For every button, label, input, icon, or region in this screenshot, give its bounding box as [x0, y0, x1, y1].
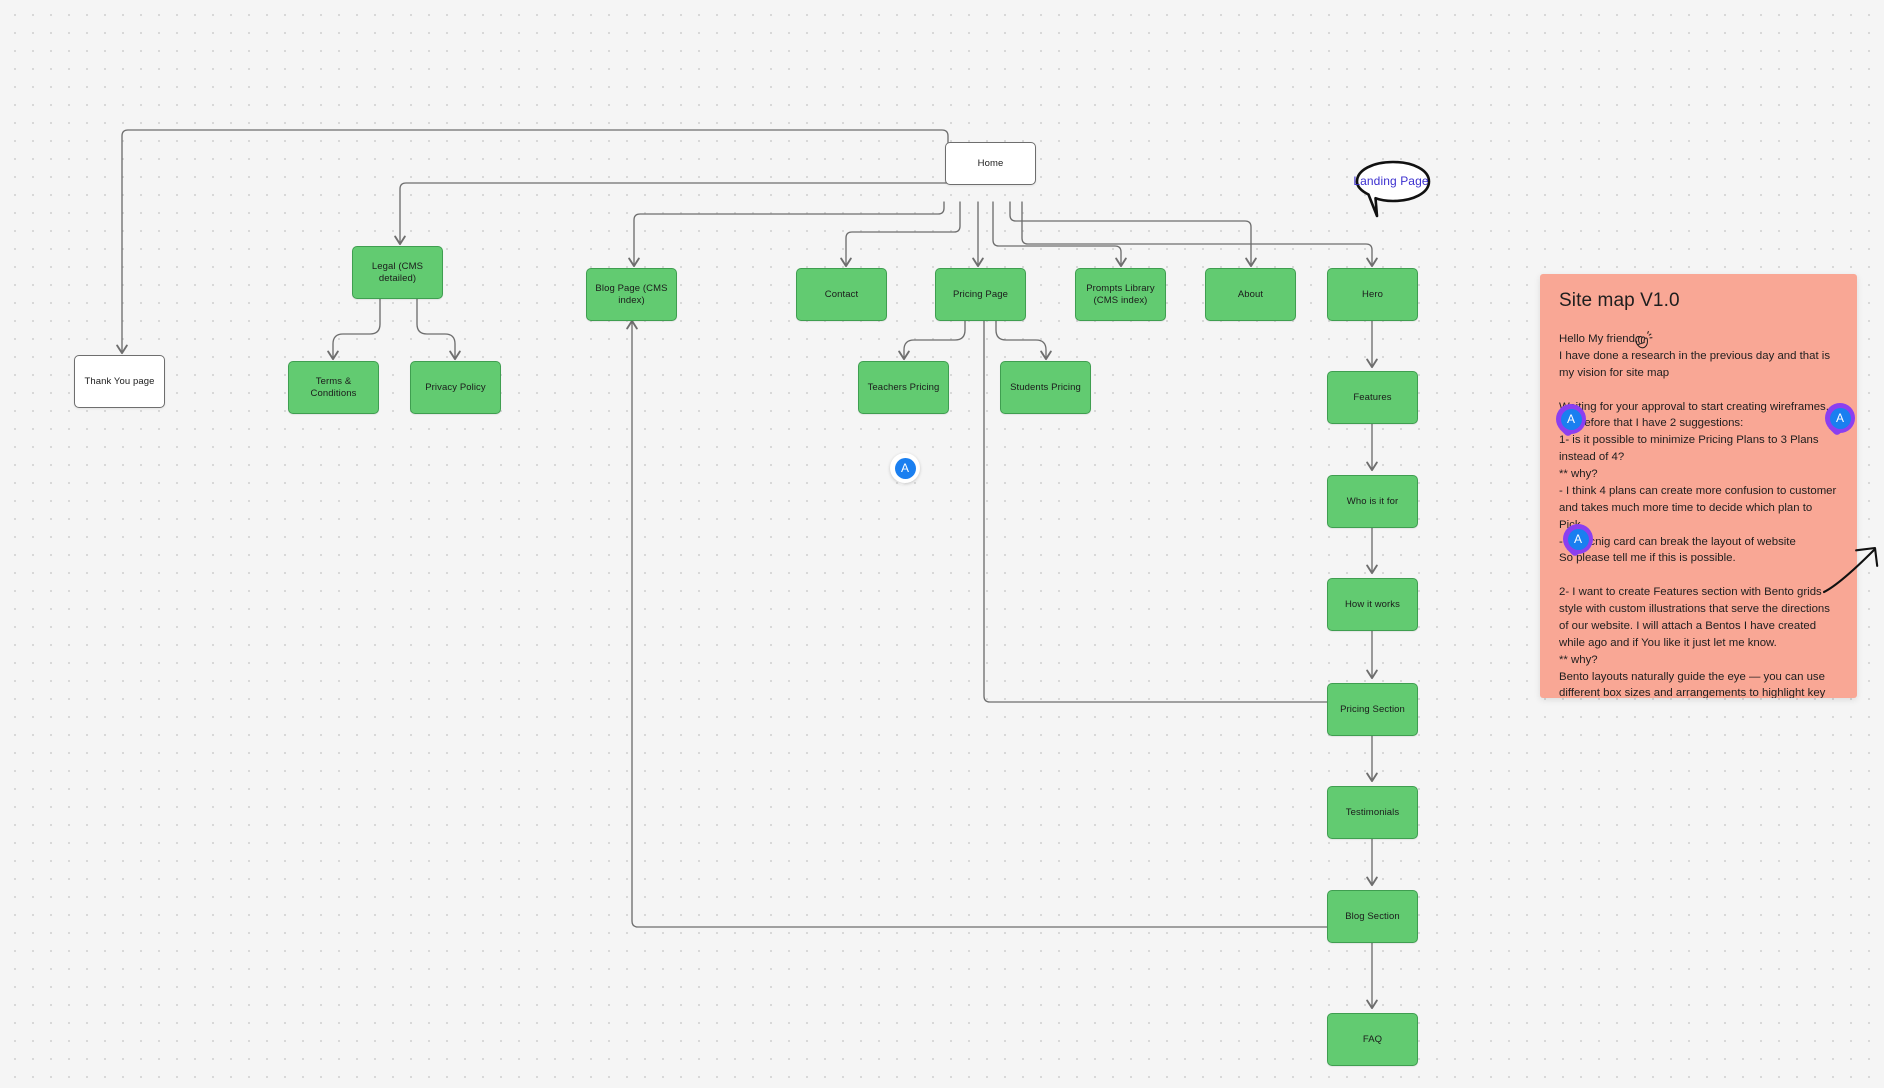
- node-terms-and-conditions[interactable]: Terms & Conditions: [288, 361, 379, 414]
- sticky-note[interactable]: Site map V1.0 Hello My friend, I have do…: [1540, 274, 1857, 698]
- node-label: Who is it for: [1346, 495, 1399, 507]
- node-label: FAQ: [1362, 1033, 1383, 1045]
- node-faq[interactable]: FAQ: [1327, 1013, 1418, 1066]
- node-blog-section[interactable]: Blog Section: [1327, 890, 1418, 943]
- speech-bubble-icon: [1355, 160, 1431, 218]
- node-label: Thank You page: [84, 375, 155, 387]
- node-pricing-page[interactable]: Pricing Page: [935, 268, 1026, 321]
- cursor-avatar: A: [1560, 408, 1582, 430]
- sticky-note-title: Site map V1.0: [1559, 290, 1680, 311]
- node-label: Students Pricing: [1010, 381, 1081, 393]
- node-about[interactable]: About: [1205, 268, 1296, 321]
- node-home[interactable]: Home: [945, 142, 1036, 185]
- node-label: Prompts Library (CMS index): [1086, 282, 1155, 306]
- cursor-avatar: A: [1567, 528, 1589, 550]
- node-hero[interactable]: Hero: [1327, 268, 1418, 321]
- collaborator-cursor-note-left[interactable]: A: [1556, 404, 1586, 438]
- landing-page-callout[interactable]: Landing Page: [1353, 160, 1433, 229]
- node-label: Legal (CMS detailed): [371, 260, 424, 284]
- hand-drawn-arrow-icon: [1822, 546, 1879, 594]
- node-label: Home: [977, 157, 1004, 169]
- node-teachers-pricing[interactable]: Teachers Pricing: [858, 361, 949, 414]
- node-label: Features: [1353, 391, 1392, 403]
- node-features[interactable]: Features: [1327, 371, 1418, 424]
- node-label: Pricing Page: [952, 288, 1009, 300]
- node-label: Contact: [824, 288, 859, 300]
- node-label: Pricing Section: [1340, 703, 1405, 715]
- landing-page-callout-label: Landing Page: [1353, 174, 1429, 188]
- node-label: Terms & Conditions: [310, 375, 357, 399]
- node-label: Hero: [1362, 288, 1383, 300]
- cursor-avatar: A: [894, 457, 916, 479]
- node-thank-you-page[interactable]: Thank You page: [74, 355, 165, 408]
- collaborator-cursor-note-right[interactable]: A: [1825, 403, 1855, 437]
- node-label: Teachers Pricing: [867, 381, 940, 393]
- node-legal[interactable]: Legal (CMS detailed): [352, 246, 443, 299]
- node-privacy-policy[interactable]: Privacy Policy: [410, 361, 501, 414]
- node-how-it-works[interactable]: How it works: [1327, 578, 1418, 631]
- collaborator-cursor-note-mid[interactable]: A: [1563, 524, 1593, 558]
- cursor-avatar: A: [1829, 407, 1851, 429]
- node-label: Testimonials: [1345, 806, 1400, 818]
- node-label: How it works: [1344, 598, 1401, 610]
- node-contact[interactable]: Contact: [796, 268, 887, 321]
- node-label: Blog Page (CMS index): [595, 282, 668, 306]
- node-prompts-library[interactable]: Prompts Library (CMS index): [1075, 268, 1166, 321]
- node-students-pricing[interactable]: Students Pricing: [1000, 361, 1091, 414]
- node-label: Privacy Policy: [425, 381, 486, 393]
- node-label: Blog Section: [1345, 910, 1400, 922]
- collaborator-cursor-canvas[interactable]: A: [890, 453, 920, 487]
- node-label: About: [1237, 288, 1264, 300]
- node-pricing-section[interactable]: Pricing Section: [1327, 683, 1418, 736]
- node-blog-page[interactable]: Blog Page (CMS index): [586, 268, 677, 321]
- node-testimonials[interactable]: Testimonials: [1327, 786, 1418, 839]
- waving-hand-icon: [1635, 330, 1653, 349]
- node-who-is-it-for[interactable]: Who is it for: [1327, 475, 1418, 528]
- sticky-note-body: Hello My friend, I have done a research …: [1559, 333, 1837, 698]
